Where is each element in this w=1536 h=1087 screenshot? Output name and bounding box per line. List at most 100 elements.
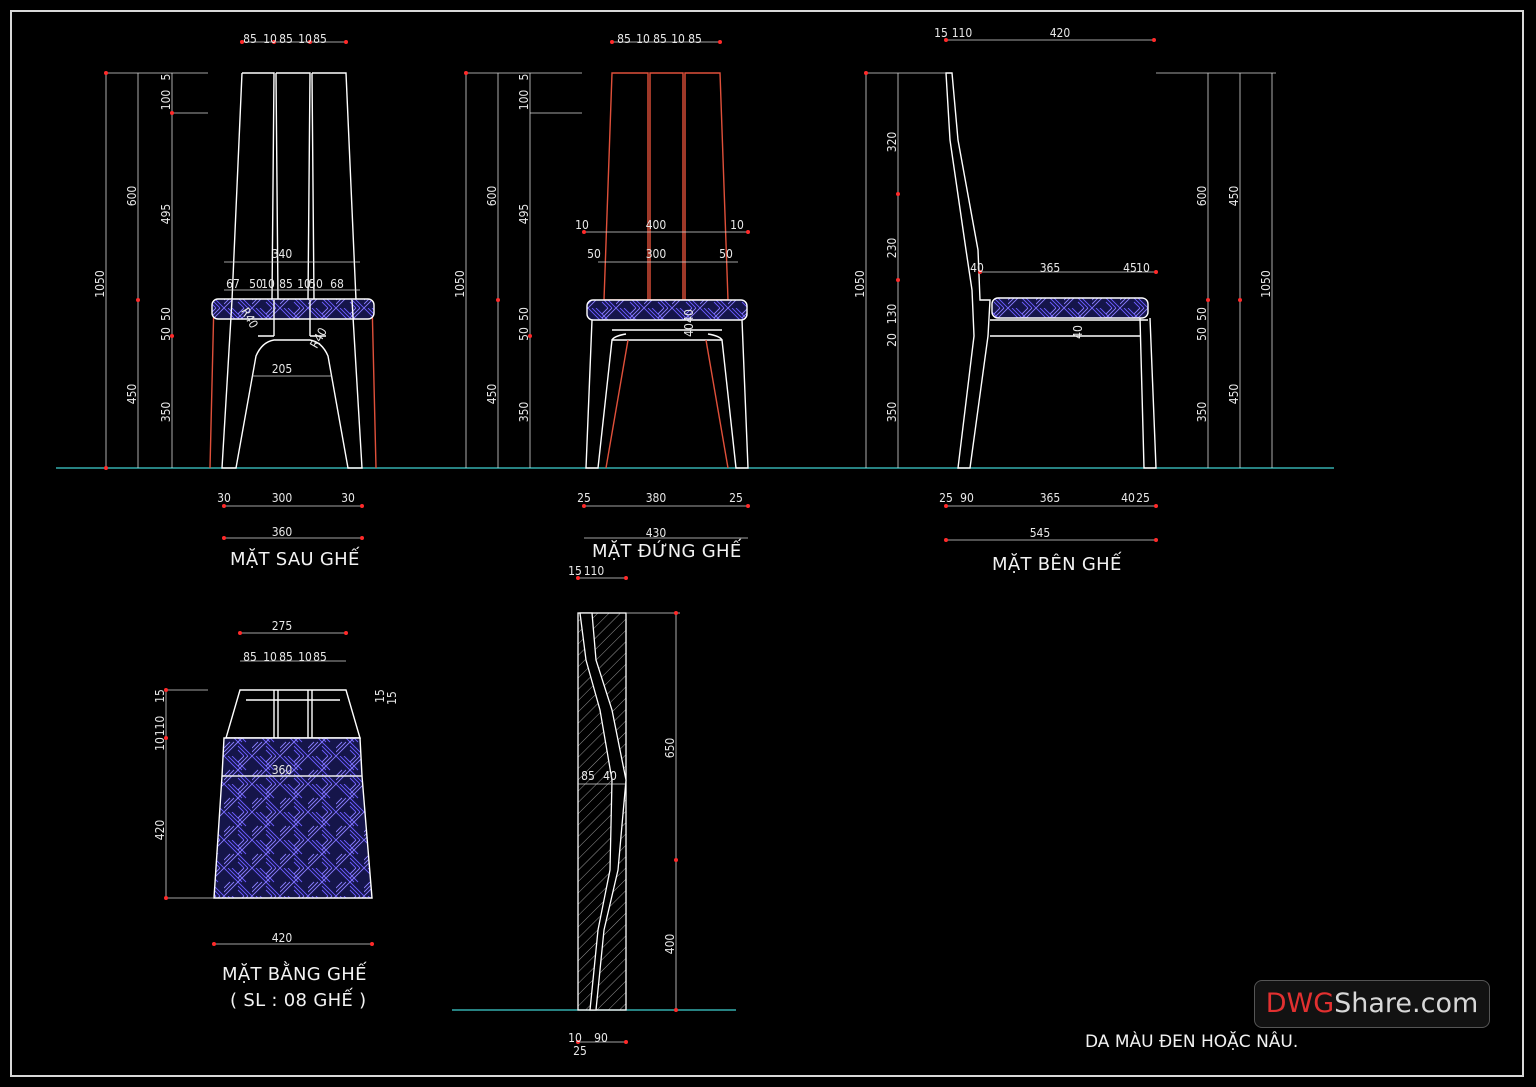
dim-side-left-4: 20 [885,333,899,347]
dim-back-left-mid-1: 450 [125,384,139,405]
dim-back-overall: 360 [272,525,293,539]
dim-section-mid-1: 40 [603,769,617,783]
dim-section-right-1: 400 [663,934,677,955]
plan-view [213,689,373,899]
dim-section-right-0: 650 [663,738,677,759]
dim-back-seat-width: 340 [272,247,293,261]
dim-side-350-right: 350 [1195,402,1209,423]
dim-back-top-3: 10 [298,32,312,46]
dim-front-seat-inner-1: 300 [646,247,667,261]
watermark-brand-a: DWG [1265,988,1335,1019]
dim-plan-right-0: 15 [373,689,387,703]
dim-back-top-0: 85 [243,32,257,46]
dim-side-450-right: 450 [1227,384,1241,405]
dim-front-bottom-2: 25 [729,491,743,505]
dim-back-left-inner-2: 495 [159,204,173,225]
dim-plan-top-4: 85 [313,650,327,664]
dim-plan-left-0: 15 [153,689,167,703]
view-subtitle-plan: ( SL : 08 GHẾ ) [230,990,367,1011]
dim-front-left-inner-4: 50 [517,327,531,341]
dim-side-bottom-2: 365 [1040,491,1061,505]
dim-front-top-1: 10 [636,32,650,46]
dim-side-left-1: 320 [885,132,899,153]
dim-back-opening: 205 [272,362,293,376]
dim-side-top-1: 110 [952,26,973,40]
dim-side-bottom-3: 40 [1121,491,1135,505]
dim-plan-seat: 360 [272,763,293,777]
dim-plan-left-1: 110 [153,716,167,737]
side-view [945,72,1157,469]
view-title-back: MẶT SAU GHẾ [230,549,360,570]
dim-side-left-0: 1050 [853,270,867,298]
dim-front-left-inner-1: 5 [517,74,531,81]
watermark-brand-b: Share.com [1334,988,1479,1019]
dim-back-left-inner-4: 50 [159,327,173,341]
dim-front-bottom-1: 380 [646,491,667,505]
dim-back-left-inner-3: 50 [159,307,173,321]
dim-back-seat-0: 67 [226,277,240,291]
dim-front-rail-1: 40 [682,309,696,323]
dim-side-right-0: 600 [1195,186,1209,207]
dim-section-bottom-2: 25 [573,1044,587,1058]
dim-back-left-inner-1: 5 [159,74,173,81]
dim-front-top-4: 85 [688,32,702,46]
dim-plan-top: 275 [272,619,293,633]
dim-side-seat-2: 45 [1123,261,1137,275]
dim-front-seat-inner-2: 50 [719,247,733,261]
dim-back-seat-4: 10 [297,277,311,291]
view-title-side: MẶT BÊN GHẾ [992,554,1122,575]
dim-side-right-2: 50 [1195,307,1209,321]
dim-section-top-0: 15 [568,564,582,578]
front-view [585,72,749,469]
dim-side-left-3: 130 [885,304,899,325]
dim-side-seat-3: 10 [1136,261,1150,275]
dim-plan-top-1: 10 [263,650,277,664]
dim-back-bottom-2: 30 [341,491,355,505]
dim-side-bottom-1: 90 [960,491,974,505]
dim-back-left-mid-0: 600 [125,186,139,207]
dim-section-top-1: 110 [584,564,605,578]
dim-side-seat-0: 40 [970,261,984,275]
dim-front-left-mid-1: 450 [485,384,499,405]
section-detail [577,612,627,1011]
dim-back-top-1: 10 [263,32,277,46]
dim-side-rail: 40 [1071,325,1085,339]
watermark-logo: DWGShare.com [1254,980,1490,1028]
dim-back-top-2: 85 [279,32,293,46]
dim-back-left-inner-5: 350 [159,402,173,423]
dim-plan-left-2: 10 [153,737,167,751]
dim-plan-top-0: 85 [243,650,257,664]
dim-back-seat-2: 10 [261,277,275,291]
dim-front-left-outer: 1050 [453,270,467,298]
dim-section-mid-0: 85 [581,769,595,783]
dim-side-left-2: 230 [885,238,899,259]
dim-side-top-0: 15 [934,26,948,40]
dim-front-seat-inner-0: 50 [587,247,601,261]
dim-front-left-inner-3: 50 [517,307,531,321]
dim-front-seat-outer-2: 10 [730,218,744,232]
dim-plan-left-3: 420 [153,820,167,841]
dim-back-seat-1: 50 [249,277,263,291]
dimension-lines [105,39,1276,1043]
dim-back-seat-3: 85 [279,277,293,291]
dim-back-bottom-1: 300 [272,491,293,505]
dim-plan-top-2: 85 [279,650,293,664]
dim-back-seat-6: 68 [330,277,344,291]
dim-front-top-0: 85 [617,32,631,46]
dim-front-overall: 430 [646,526,667,540]
view-title-plan: MẶT BẰNG GHẾ [222,964,367,985]
dim-side-bottom-4: 25 [1136,491,1150,505]
dim-back-left-outer: 1050 [93,270,107,298]
dim-side-right-3: 50 [1195,327,1209,341]
dim-plan-right-1: 15 [385,691,399,705]
view-title-front: MẶT ĐỨNG GHẾ [592,541,742,562]
dim-front-left-mid-0: 600 [485,186,499,207]
material-note: DA MÀU ĐEN HOẶC NÂU. [1085,1032,1299,1052]
dimension-ticks [104,38,1242,1044]
dim-plan-bottom: 420 [272,931,293,945]
dim-front-seat-outer-1: 400 [646,218,667,232]
dim-back-left-inner-0: 100 [159,90,173,111]
dim-back-bottom-0: 30 [217,491,231,505]
dim-side-seat-1: 365 [1040,261,1061,275]
